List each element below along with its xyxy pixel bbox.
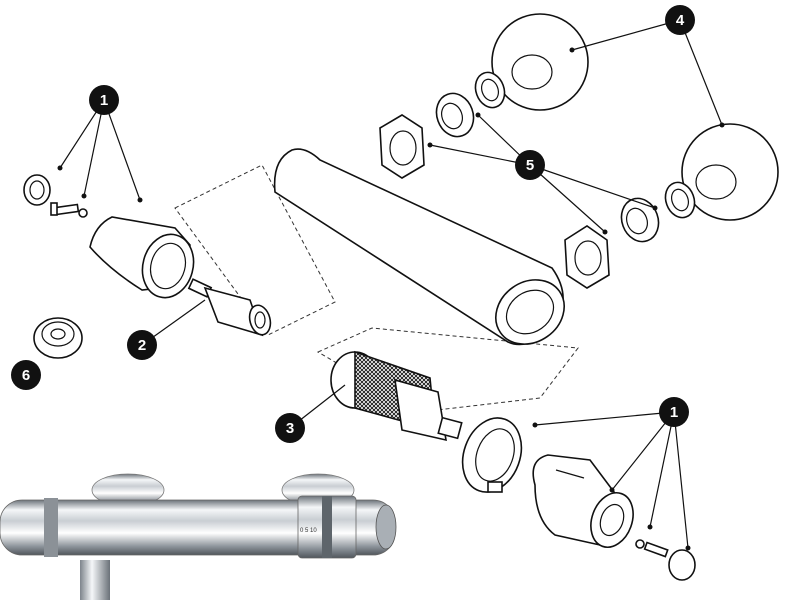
wall-flange-lower [681,123,779,221]
check-valve-insert [33,317,83,359]
thermostatic-cartridge [330,350,463,442]
svg-text:1: 1 [100,92,108,109]
scale-marks: 0 5 10 [300,528,317,534]
valve-body-tube [273,148,565,346]
callout-1-bottom-right: 1 [659,397,689,427]
retaining-clip [461,417,523,493]
svg-text:1: 1 [670,404,678,421]
callout-5: 5 [515,150,545,180]
guide-outline-left-cartridge [174,164,336,336]
leader-lines [57,19,725,551]
flow-cartridge [187,278,272,337]
temperature-handle-left [89,216,195,299]
svg-text:3: 3 [286,420,294,437]
assembled-valve-photo: 0 5 10 [0,473,397,600]
temperature-handle-right [532,454,634,548]
handle-screw-right [635,539,669,558]
svg-text:5: 5 [526,157,534,174]
callout-6: 6 [11,360,41,390]
hex-nut-upper [379,114,425,179]
hex-nut-lower [564,225,610,289]
eccentric-union-upper [435,92,475,138]
handle-screw-left [50,202,88,218]
svg-text:4: 4 [676,12,685,29]
eccentric-union-lower [620,197,660,243]
callout-1-top-left: 1 [89,85,119,115]
washer-upper [474,71,506,109]
wall-flange-upper [491,13,589,111]
callout-3: 3 [275,413,305,443]
small-cap-nut [23,174,51,206]
svg-text:6: 6 [22,367,30,384]
callout-2: 2 [127,330,157,360]
washer-lower [664,181,696,219]
handle-cap [668,549,696,581]
svg-text:2: 2 [138,337,146,354]
callout-4: 4 [665,5,695,35]
